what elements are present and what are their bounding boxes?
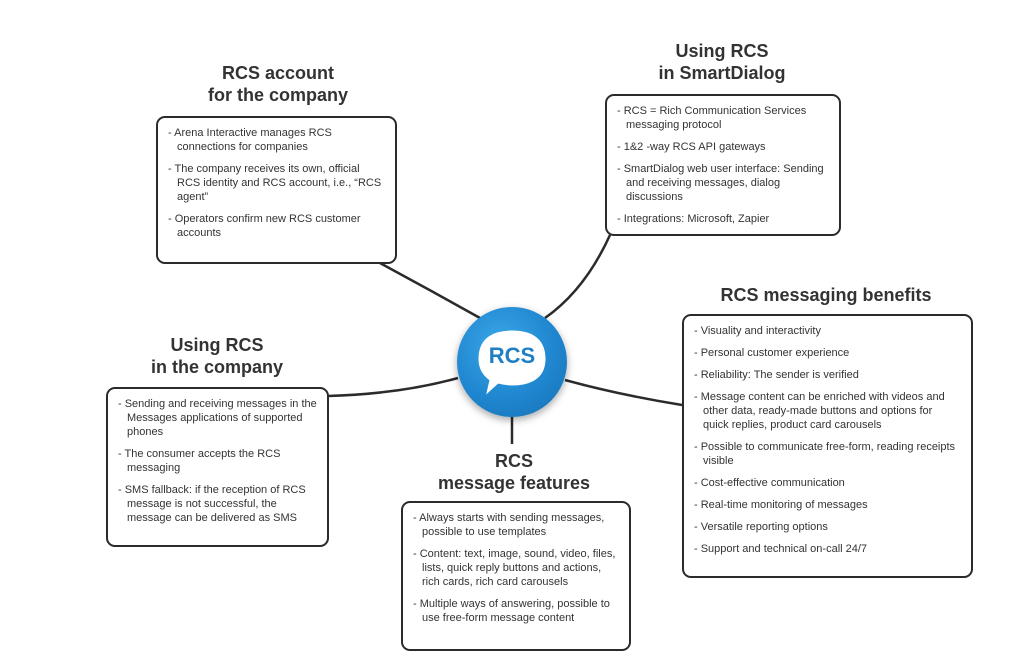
list-item: - Sending and receiving messages in the …: [118, 398, 317, 438]
benefits-title-line-1: RCS messaging benefits: [720, 285, 932, 305]
account-list: - Arena Interactive manages RCS connecti…: [168, 126, 385, 240]
speech-bubble-icon: [478, 330, 546, 395]
rcs-hub: RCS: [457, 307, 567, 417]
smartdialog-title-line-2: in SmartDialog: [658, 63, 786, 83]
benefits-box: - Visuality and interactivity - Personal…: [682, 314, 973, 578]
list-item: - Operators confirm new RCS customer acc…: [168, 213, 361, 239]
company-title-line-1: Using RCS: [170, 335, 264, 355]
company-title-line-2: in the company: [150, 357, 284, 377]
benefits-title: RCS messaging benefits: [676, 284, 976, 306]
benefits-list: - Visuality and interactivity - Personal…: [694, 324, 961, 556]
smartdialog-title: Using RCS in SmartDialog: [622, 40, 822, 84]
smartdialog-list: - RCS = Rich Communication Services mess…: [617, 104, 829, 226]
list-item: - Visuality and interactivity: [694, 325, 821, 337]
connector-account: [379, 261, 481, 320]
list-item: - The company receives its own, official…: [168, 163, 382, 203]
list-item: - Reliability: The sender is verified: [694, 369, 859, 381]
list-item: - Real-time monitoring of messages: [694, 499, 868, 511]
list-item: - Message content can be enriched with v…: [694, 391, 945, 431]
list-item: - Arena Interactive manages RCS connecti…: [168, 127, 332, 153]
list-item: - 1&2 -way RCS API gateways: [617, 141, 766, 153]
list-item: - RCS = Rich Communication Services mess…: [617, 105, 807, 131]
list-item: - Multiple ways of answering, possible t…: [413, 598, 610, 624]
features-list: - Always starts with sending messages, p…: [413, 511, 619, 625]
company-title: Using RCS in the company: [117, 334, 317, 378]
list-item: - Always starts with sending messages, p…: [413, 512, 605, 538]
company-box: - Sending and receiving messages in the …: [106, 387, 329, 547]
account-title-line-1: RCS account: [221, 63, 335, 83]
smartdialog-box: - RCS = Rich Communication Services mess…: [605, 94, 841, 236]
list-item: - Cost-effective communication: [694, 477, 845, 489]
features-title: RCS message features: [414, 450, 614, 494]
connector-benefits: [564, 378, 683, 407]
list-item: - Versatile reporting options: [694, 521, 828, 533]
list-item: - SmartDialog web user interface: Sendin…: [617, 163, 824, 203]
list-item: - Integrations: Microsoft, Zapier: [617, 213, 770, 225]
list-item: - SMS fallback: if the reception of RCS …: [118, 484, 306, 524]
connector-company: [327, 376, 459, 398]
company-list: - Sending and receiving messages in the …: [118, 397, 317, 525]
features-box: - Always starts with sending messages, p…: [401, 501, 631, 651]
account-title-line-2: for the company: [207, 85, 349, 105]
account-title: RCS account for the company: [178, 62, 378, 106]
list-item: - Personal customer experience: [694, 347, 850, 359]
list-item: - Support and technical on-call 24/7: [694, 543, 868, 555]
list-item: - Content: text, image, sound, video, fi…: [413, 548, 616, 588]
hub-label: RCS: [488, 343, 536, 368]
list-item: - Possible to communicate free-form, rea…: [694, 441, 956, 467]
account-box: - Arena Interactive manages RCS connecti…: [156, 116, 397, 264]
features-title-line-2: message features: [437, 473, 591, 493]
connector-smartdialog: [544, 234, 612, 320]
features-title-line-1: RCS: [494, 451, 533, 471]
list-item: - The consumer accepts the RCS messaging: [118, 448, 281, 474]
smartdialog-title-line-1: Using RCS: [675, 41, 769, 61]
